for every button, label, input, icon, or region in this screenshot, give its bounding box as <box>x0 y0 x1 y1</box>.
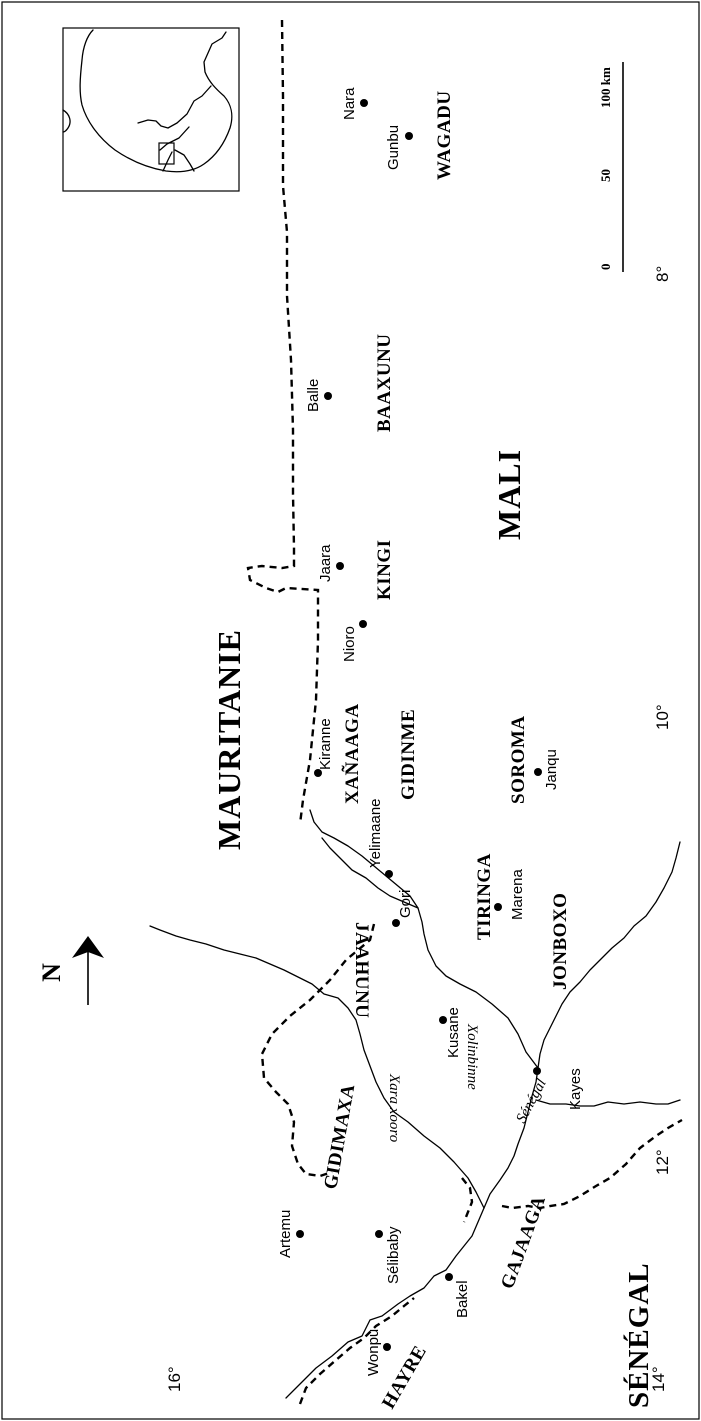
country-senegal: SÉNÉGAL <box>622 1262 655 1408</box>
country-mauritanie: MAURITANIE <box>211 629 247 850</box>
region-kingi: KINGI <box>374 539 395 600</box>
scale-label-100-km: 100 km <box>598 67 613 108</box>
coord-16: 16° <box>165 1366 184 1392</box>
inset-bafing-river <box>174 149 195 172</box>
town-jaara: Jaara <box>317 544 334 582</box>
faleme-river <box>535 1099 681 1107</box>
rivers <box>149 809 681 1399</box>
towns: Nara Gunbu Balle Jaara Nioro Kiranne Yel… <box>277 87 584 1376</box>
town-marena-dot <box>494 903 502 911</box>
inset-gambia-river <box>162 151 173 172</box>
town-yelimaane: Yelimaane <box>367 799 384 869</box>
inset-study-area-box <box>158 142 175 165</box>
scale-bar: 0 50 100 km <box>598 62 624 272</box>
region-jaahunu: JAAHUNU <box>351 922 372 1018</box>
town-kayes: Kayes <box>567 1068 584 1110</box>
scale-label-50: 50 <box>598 169 613 182</box>
town-kayes-dot <box>533 1067 541 1075</box>
senegal-mali-border <box>501 1118 683 1210</box>
town-bakel: Bakel <box>454 1280 471 1318</box>
borders <box>246 19 683 1405</box>
north-arrow-icon: N <box>37 936 104 1005</box>
town-wonpu: Wonpu <box>365 1329 382 1376</box>
region-xanaaga: XAÑAAGA <box>341 703 363 804</box>
town-marena: Marena <box>509 868 526 920</box>
town-gunbu-dot <box>405 132 413 140</box>
senegal-river <box>285 841 681 1399</box>
town-jaara-dot <box>336 562 344 570</box>
jaahunu-river-branch <box>321 837 419 909</box>
region-soroma: SOROMA <box>508 716 529 805</box>
coord-10: 10° <box>653 704 672 730</box>
region-gidinme: GIDINME <box>398 709 419 800</box>
town-nioro-dot <box>359 620 367 628</box>
town-kusane: Kusane <box>445 1007 462 1058</box>
country-mali: MALI <box>491 449 527 540</box>
town-bakel-dot <box>445 1273 453 1281</box>
town-yelimaane-dot <box>385 870 393 878</box>
river-name-senegal: Sénégal <box>513 1076 549 1125</box>
town-gori-dot <box>392 919 400 927</box>
town-kusane-dot <box>439 1016 447 1024</box>
inset-niger-river <box>137 85 212 129</box>
region-jonboxo: JONBOXO <box>550 893 571 990</box>
regions: WAGADU BAAXUNU KINGI XAÑAAGA GIDINME SOR… <box>320 90 571 1412</box>
town-janqu: Janqu <box>543 749 560 790</box>
senegal-mauritania-border-west <box>298 1297 415 1405</box>
town-nara: Nara <box>341 87 358 120</box>
river-name-xolinbinne: Xolinbinne <box>464 1023 480 1090</box>
town-nioro: Nioro <box>341 626 358 662</box>
coord-14: 14° <box>649 1366 668 1392</box>
town-nara-dot <box>360 99 368 107</box>
town-gori: Gori <box>397 890 414 918</box>
inset-coast-islands <box>62 109 71 133</box>
town-selibaby: Sélibaby <box>385 1226 402 1284</box>
mali-mauritania-border-west <box>260 923 376 1178</box>
north-label: N <box>37 962 66 982</box>
karakoro-river <box>149 925 485 1209</box>
inset-senegal-river <box>159 126 190 151</box>
town-artemu: Artemu <box>277 1210 294 1258</box>
region-hayre: HAYRE <box>378 1342 431 1413</box>
town-janqu-dot <box>534 768 542 776</box>
region-gidimaxa: GIDIMAXA <box>320 1082 359 1190</box>
region-baaxunu: BAAXUNU <box>374 334 395 433</box>
scale-label-0: 0 <box>598 264 613 271</box>
town-kiranne-dot <box>314 769 322 777</box>
inset-frame <box>62 27 240 192</box>
region-tiringa: TIRINGA <box>474 853 495 940</box>
coord-12: 12° <box>653 1149 672 1175</box>
town-artemu-dot <box>296 1230 304 1238</box>
town-selibaby-dot <box>375 1230 383 1238</box>
coord-8: 8° <box>653 266 672 282</box>
mali-mauritania-border <box>246 19 320 825</box>
kolinbine-river <box>309 809 539 1069</box>
town-balle-dot <box>324 392 332 400</box>
coordinates: 8° 10° 12° 16° 14° <box>165 266 672 1392</box>
inset-map <box>62 27 240 192</box>
town-kiranne: Kiranne <box>317 718 334 770</box>
town-gunbu: Gunbu <box>385 125 402 170</box>
town-balle: Balle <box>305 379 322 412</box>
inset-coast <box>79 29 233 173</box>
river-name-xara-xooro: Xara xooro <box>386 1073 402 1143</box>
region-wagadu: WAGADU <box>434 90 455 180</box>
countries: MAURITANIE MALI SÉNÉGAL <box>211 449 655 1408</box>
mauritania-mali-senegal-border <box>461 1177 474 1223</box>
town-wonpu-dot <box>383 1343 391 1351</box>
